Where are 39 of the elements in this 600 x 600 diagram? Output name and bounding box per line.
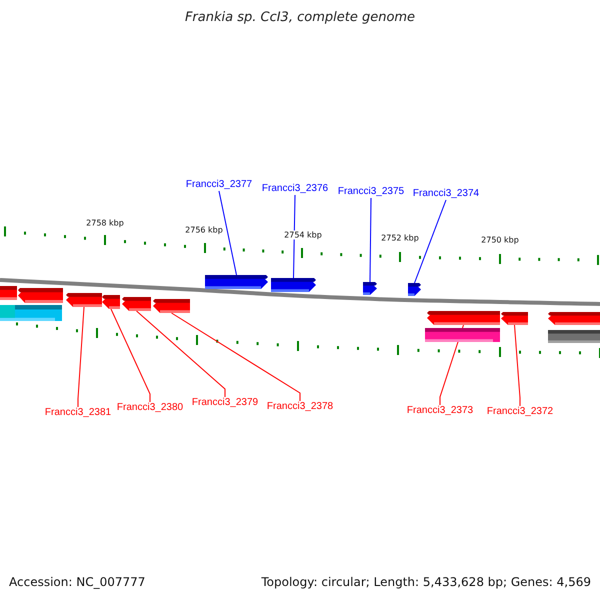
gene-label: Francci3_2376 bbox=[262, 183, 328, 195]
title: Frankia sp. CcI3, complete genome bbox=[184, 10, 416, 25]
leader-line bbox=[293, 194, 296, 278]
feature-bar bbox=[425, 328, 500, 342]
gene-feature bbox=[153, 299, 190, 313]
footer-text: Accession: NC_007777 bbox=[9, 575, 146, 589]
gene-feature bbox=[271, 278, 316, 292]
gene-feature bbox=[501, 312, 528, 325]
scale-label: 2754 kbp bbox=[284, 230, 322, 240]
leader-line bbox=[171, 312, 300, 402]
gene-feature bbox=[0, 286, 17, 300]
gene-feature bbox=[205, 275, 268, 289]
gene-feature bbox=[548, 312, 600, 325]
gene-feature bbox=[408, 283, 421, 296]
scale-label: 2758 kbp bbox=[86, 218, 124, 228]
leader-line bbox=[110, 308, 150, 402]
gene-feature bbox=[122, 297, 151, 311]
gene-label: Francci3_2375 bbox=[338, 186, 404, 198]
gene-feature bbox=[102, 295, 120, 309]
gene-label: Francci3_2378 bbox=[266, 401, 334, 413]
leader-line bbox=[514, 324, 520, 406]
gene-feature bbox=[363, 282, 377, 295]
gene-label: Francci3_2372 bbox=[486, 406, 554, 418]
gene-label: Francci3_2377 bbox=[186, 179, 252, 191]
gene-label: Francci3_2381 bbox=[44, 407, 112, 419]
footer-text: Topology: circular; Length: 5,433,628 bp; Genes: 4,569 bbox=[261, 575, 591, 589]
gene-label: Francci3_2379 bbox=[192, 397, 258, 409]
leader-line bbox=[370, 198, 372, 282]
scale-label: 2756 kbp bbox=[185, 226, 223, 234]
scale-label: 2752 kbp bbox=[381, 234, 419, 242]
feature-bar bbox=[0, 305, 62, 321]
gene-label: Francci3_2380 bbox=[116, 402, 184, 414]
leader-line bbox=[218, 190, 237, 276]
gene-label: Francci3_2374 bbox=[412, 188, 480, 200]
feature-bar bbox=[548, 330, 600, 343]
leader-line bbox=[414, 200, 446, 284]
gene-label: Francci3_2373 bbox=[406, 405, 474, 417]
leader-line bbox=[78, 306, 84, 408]
scale-label: 2750 kbp bbox=[481, 236, 519, 244]
